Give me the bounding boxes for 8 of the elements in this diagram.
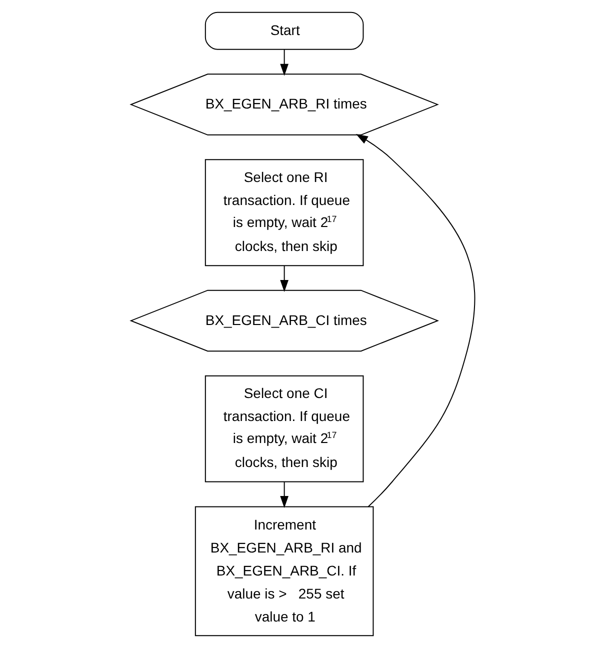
arrow [280, 265, 289, 292]
arrow [280, 49, 289, 76]
arrow [356, 134, 476, 508]
node-box: Start [204, 12, 364, 50]
node-box: Select one CI transaction. If queue is empty, wait 2$^{17}$ clocks, then skip [204, 375, 364, 482]
node-box: Select one RI transaction. If queue is empty, wait 2$^{17}$ clocks, then skip [204, 159, 364, 266]
node-box: Increment BX_EGEN_ARB_RI and BX_EGEN_ARB_CI. If value is > 255 set value to 1 [194, 506, 374, 636]
arrow [280, 482, 289, 508]
